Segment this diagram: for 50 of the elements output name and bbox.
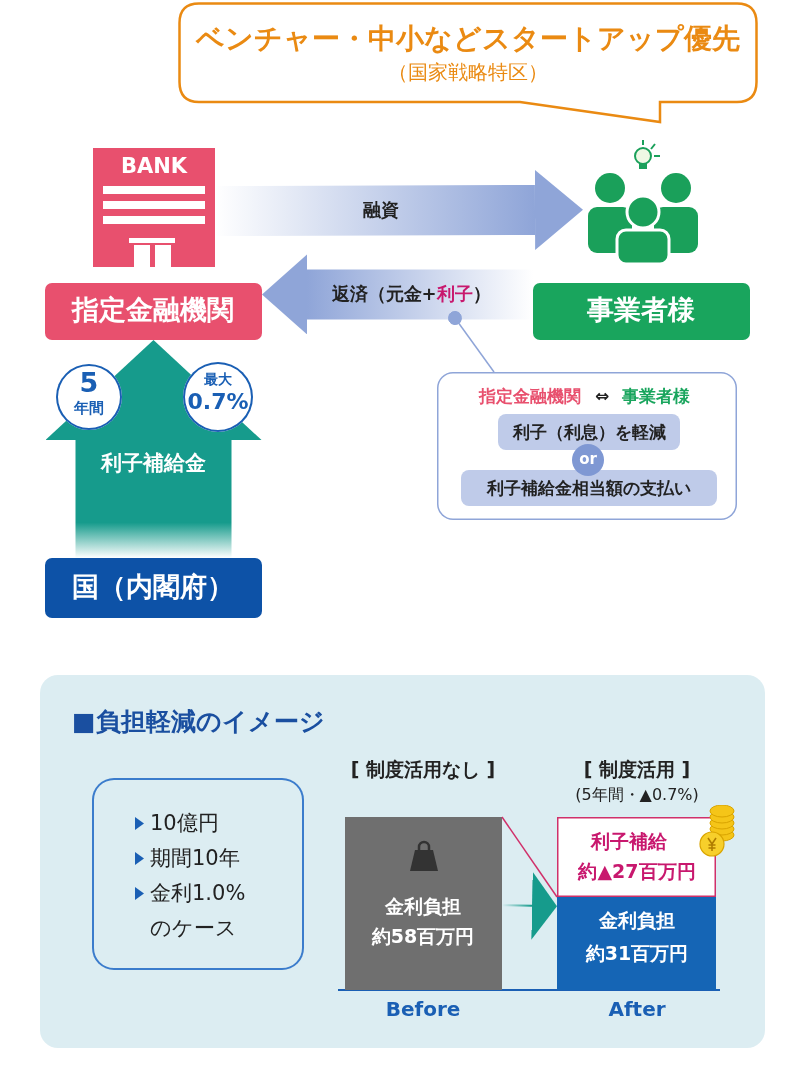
business-box <box>533 283 750 340</box>
list-item: 10億円 <box>150 810 219 837</box>
bank-building <box>93 148 215 267</box>
bar-label: 金利負担 <box>599 909 675 932</box>
bar-value: 約58百万円 <box>371 925 475 948</box>
bar-label: 金利負担 <box>385 895 461 918</box>
party-label: 事業者様 <box>622 386 690 407</box>
double-arrow-sign: ⇔ <box>595 386 610 407</box>
list-item: 金利1.0%のケース <box>150 880 247 942</box>
column-heading: [ 制度活用なし ] <box>350 758 496 781</box>
axis-label: After <box>608 997 666 1021</box>
government-box <box>45 558 262 618</box>
institution-box <box>45 283 262 340</box>
arrow-label: 返済（元金+利子） <box>331 283 491 306</box>
column-heading: [ 制度活用 ] <box>583 758 691 781</box>
badge-number: 5 <box>79 367 99 400</box>
bar-value: 約31百万円 <box>585 942 689 965</box>
column-subheading: (5年間・▲0.7%) <box>575 785 699 805</box>
badge-text: 年間 <box>74 399 104 417</box>
badge-text: 最大 <box>204 371 232 388</box>
headline: ベンチャー・中小などスタートアップ優先 <box>196 22 740 56</box>
period-badge <box>56 364 122 430</box>
comparison-panel <box>40 675 765 1048</box>
box-label: 事業者様 <box>587 294 695 327</box>
option-text: 利子補給金相当額の支払い <box>487 478 691 499</box>
rate-badge <box>183 362 253 432</box>
box-label: 国（内閣府） <box>72 571 234 604</box>
leader-line <box>448 311 495 373</box>
sign-text: BANK <box>120 154 188 180</box>
axis-label: Before <box>385 997 461 1021</box>
badge-number: 0.7% <box>187 389 249 416</box>
option-pill <box>498 414 680 450</box>
connector-line <box>501 816 558 898</box>
speech-bubble <box>178 2 758 124</box>
subheading: （国家戦略特区） <box>388 60 548 84</box>
or-text: or <box>579 450 597 468</box>
block-arrow <box>45 340 262 558</box>
info-box <box>437 372 737 520</box>
subsidy-label: 利子補給 <box>591 830 667 853</box>
list-item: 期間10年 <box>150 845 240 872</box>
box-label: 指定金融機関 <box>72 294 234 327</box>
chevron-arrow <box>501 871 558 940</box>
arrow-label: 利子補給金 <box>101 451 206 477</box>
case-box <box>92 778 304 970</box>
arrow-label: 融資 <box>362 199 399 222</box>
panel-heading: ■負担軽減のイメージ <box>72 707 325 737</box>
party-label: 指定金融機関 <box>479 386 581 407</box>
subsidy-value: 約▲27百万円 <box>578 860 696 883</box>
option-pill <box>461 470 717 506</box>
option-text: 利子（利息）を軽減 <box>512 422 666 443</box>
